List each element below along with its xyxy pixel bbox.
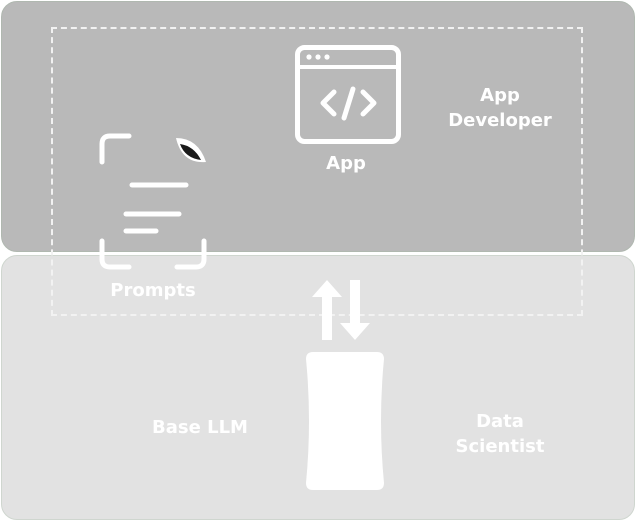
app-label: App — [326, 153, 366, 174]
data-scientist-text: Data Scientist — [455, 411, 545, 457]
base-llm-label: Base LLM — [152, 417, 248, 438]
code-window-icon — [295, 45, 401, 144]
up-down-arrows-icon — [312, 280, 370, 340]
app-developer-label: App Developer — [440, 83, 560, 133]
app-developer-text: App Developer — [448, 85, 552, 131]
prompts-label: Prompts — [110, 280, 196, 301]
dashed-boundary — [51, 27, 583, 316]
prompt-document-icon — [99, 133, 207, 270]
data-scientist-label: Data Scientist — [440, 409, 560, 459]
app-developer-panel — [1, 1, 635, 252]
model-block-icon — [306, 352, 384, 490]
